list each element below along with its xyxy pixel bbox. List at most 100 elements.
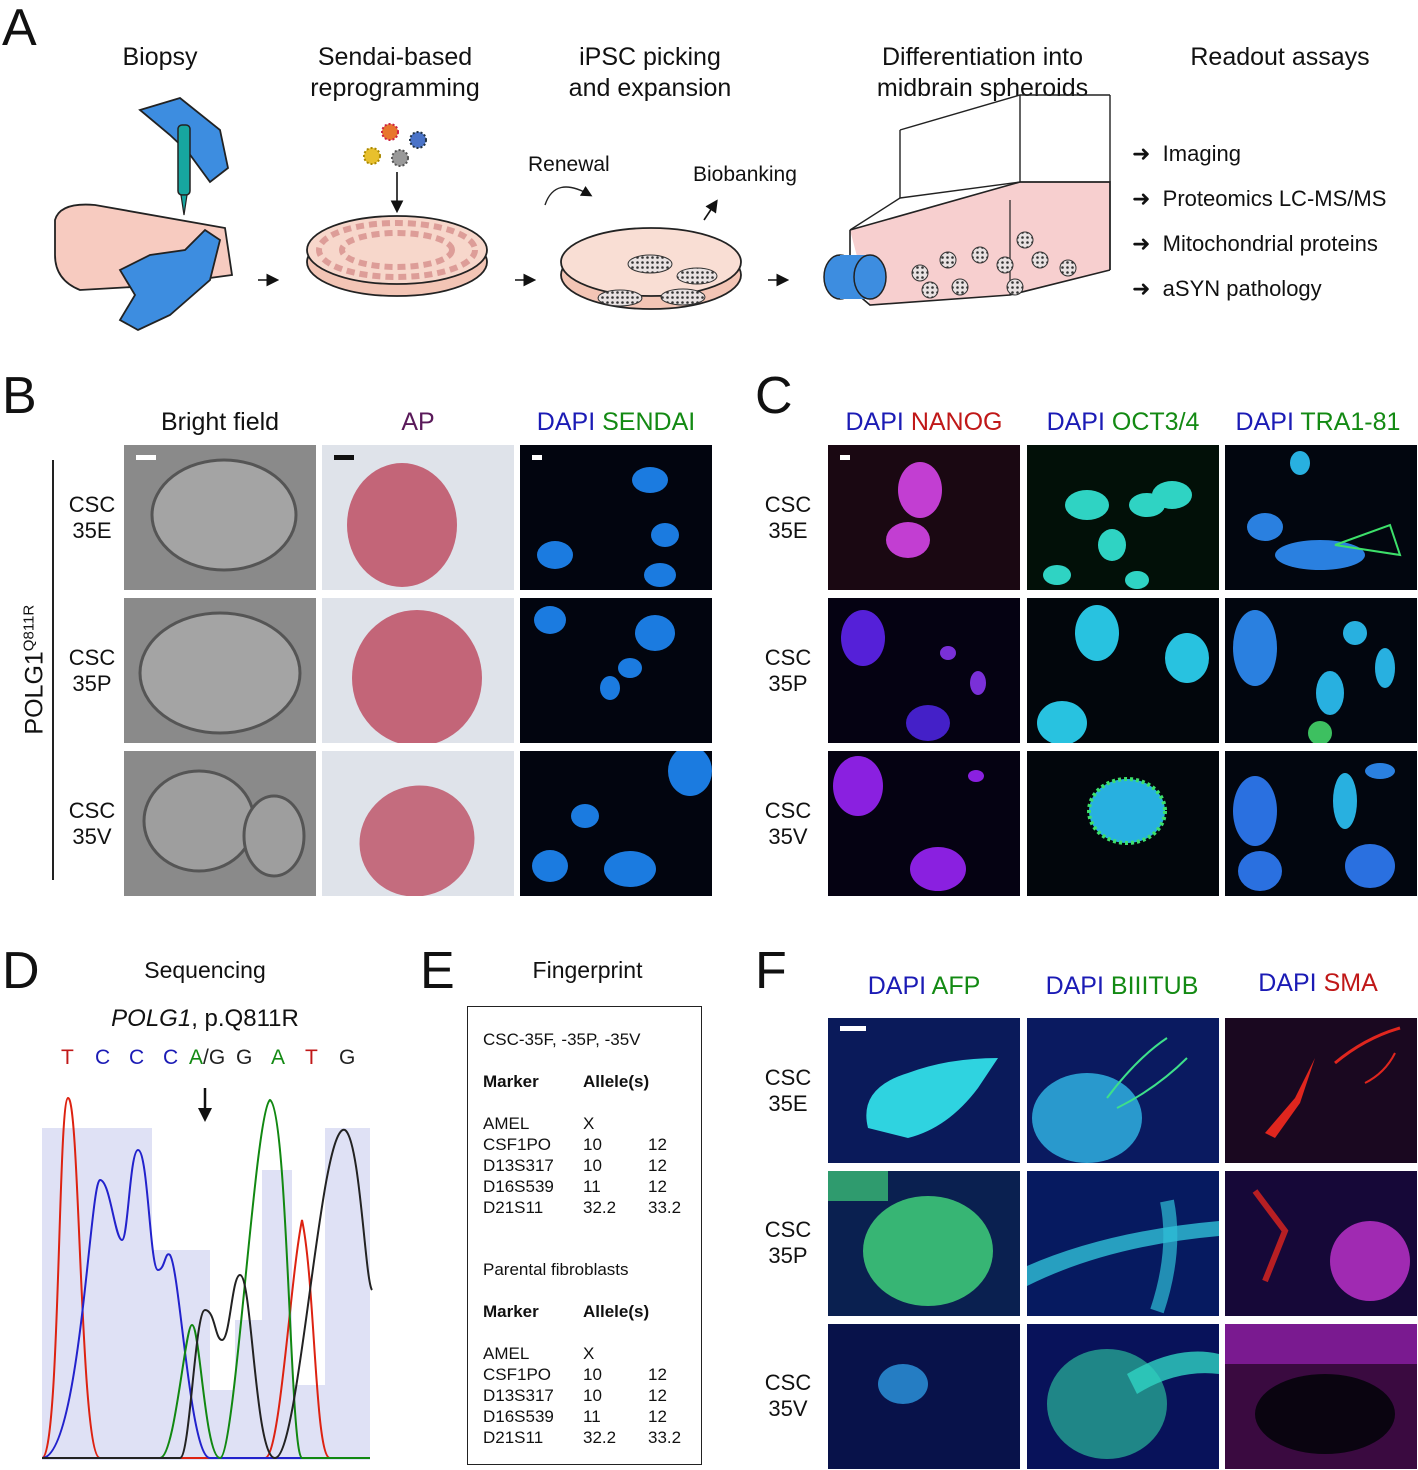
allele-value: 11 [583, 1177, 601, 1196]
group-header: CSC-35F, -35P, -35V [483, 1030, 641, 1049]
col-title-biiitub: DAPI BIIITUB [1024, 972, 1220, 1001]
mutation-label: POLG1, p.Q811R [70, 1005, 340, 1033]
allele-value: 12 [648, 1407, 667, 1426]
col-title-nanog: DAPI NANOG [828, 408, 1020, 437]
sendai-label: SENDAI [602, 408, 696, 436]
marker-label: AFP [931, 972, 981, 1000]
panel-letter-a: A [2, 0, 37, 57]
col-title-sma: DAPI SMA [1222, 969, 1414, 998]
marker-name: D13S317 [483, 1386, 554, 1405]
image-oct34-35v [1027, 751, 1219, 896]
col-title-ap: AP [401, 408, 435, 436]
step-biopsy-title: Biopsy [60, 42, 260, 73]
image-bright-field-35v [124, 751, 316, 896]
gene-name: POLG1 [111, 1005, 192, 1032]
col-title-bright-field: Bright field [160, 408, 280, 436]
col-title-oct34: DAPI OCT3/4 [1027, 408, 1219, 437]
base-letter: C [95, 1046, 111, 1069]
step-ipsc-title: iPSC picking and expansion [530, 42, 770, 104]
image-biiitub-35p [1027, 1171, 1219, 1316]
scale-bar [840, 1026, 866, 1031]
arrow-right-icon: ➜ [1132, 231, 1151, 256]
scale-bar [136, 455, 156, 460]
image-tra181-35p [1225, 598, 1417, 743]
readout-proteomics: ➜ Proteomics LC-MS/MS [1132, 186, 1387, 211]
step-differentiation-title: Differentiation into midbrain spheroids [845, 42, 1120, 104]
allele-value: 12 [648, 1386, 667, 1405]
image-sma-35v [1225, 1324, 1417, 1469]
image-nanog-35e [828, 445, 1020, 590]
marker-name: AMEL [483, 1344, 530, 1363]
col-header-allele: Allele(s) [583, 1072, 650, 1091]
allele-value: X [583, 1114, 595, 1133]
allele-value: 10 [583, 1386, 602, 1405]
step-reprogramming-title: Sendai-based reprogramming [280, 42, 510, 104]
step-title-line: Differentiation into [881, 43, 1084, 71]
scale-bar [840, 455, 850, 460]
col-header-marker: Marker [483, 1302, 539, 1321]
dapi-label: DAPI [845, 408, 904, 436]
genotype-label: POLG1Q811R [20, 604, 49, 735]
col-header-marker: Marker [483, 1072, 539, 1091]
step-title-line: Readout assays [1190, 43, 1370, 71]
base-letter: C [163, 1046, 179, 1069]
marker-label: OCT3/4 [1111, 408, 1200, 436]
sendai-virus-icon [363, 123, 427, 214]
workflow-illustration [54, 94, 1111, 332]
culture-dish-icon [306, 215, 488, 297]
marker-label: SMA [1323, 969, 1378, 997]
renewal-label: Renewal [528, 153, 610, 176]
group-header: Parental fibroblasts [483, 1260, 629, 1279]
arrow-down-icon [198, 1108, 212, 1122]
allele-value: 10 [583, 1365, 602, 1384]
dapi-label: DAPI [1046, 408, 1105, 436]
col-title-tra181: DAPI TRA1-81 [1222, 408, 1414, 437]
image-nanog-35v [828, 751, 1020, 896]
panel-letter-c: C [755, 367, 793, 425]
step-title-line: reprogramming [310, 74, 480, 102]
allele-value: 12 [648, 1156, 667, 1175]
arrow-right-icon: ➜ [1132, 186, 1151, 211]
image-afp-35p [828, 1171, 1020, 1316]
arrow-right-icon: ➜ [1132, 276, 1151, 301]
marker-label: NANOG [910, 408, 1003, 436]
image-bright-field-35p [124, 598, 316, 743]
scale-bar [334, 455, 354, 460]
image-oct34-35p [1027, 598, 1219, 743]
base-letter: T [61, 1046, 74, 1069]
base-letter: C [129, 1046, 145, 1069]
readout-asyn: ➜ aSYN pathology [1132, 276, 1322, 301]
marker-name: D13S317 [483, 1156, 554, 1175]
marker-label: TRA1-81 [1300, 408, 1401, 436]
base-letter: A [189, 1046, 204, 1069]
step-title-line: and expansion [568, 74, 732, 102]
dapi-label: DAPI [1045, 972, 1104, 1000]
allele-value: 32.2 [583, 1428, 617, 1447]
col-title-dapi-sendai: DAPI SENDAI [520, 408, 712, 437]
scale-bar [532, 455, 542, 460]
allele-value: 10 [583, 1156, 602, 1175]
base-letter: /G [203, 1046, 226, 1069]
marker-name: D16S539 [483, 1177, 554, 1196]
step-title-line: Biopsy [122, 43, 198, 71]
step-title-line: iPSC picking [579, 43, 721, 71]
marker-name: AMEL [483, 1114, 530, 1133]
allele-value: 12 [648, 1135, 667, 1154]
marker-name: D16S539 [483, 1407, 554, 1426]
fingerprint-title: Fingerprint [532, 957, 643, 983]
image-tra181-35v [1225, 751, 1417, 896]
panel-letter-f: F [755, 942, 787, 1000]
image-oct34-35e [1027, 445, 1219, 590]
spheroid-flask-icon [823, 94, 1111, 306]
image-sma-35p [1225, 1171, 1417, 1316]
arrow-right-icon: ➜ [1132, 141, 1151, 166]
allele-value: 12 [648, 1177, 667, 1196]
dapi-label: DAPI [867, 972, 927, 1000]
image-sendai-35v [520, 751, 712, 896]
biobanking-label: Biobanking [693, 163, 797, 186]
image-bright-field-35e [124, 445, 316, 590]
